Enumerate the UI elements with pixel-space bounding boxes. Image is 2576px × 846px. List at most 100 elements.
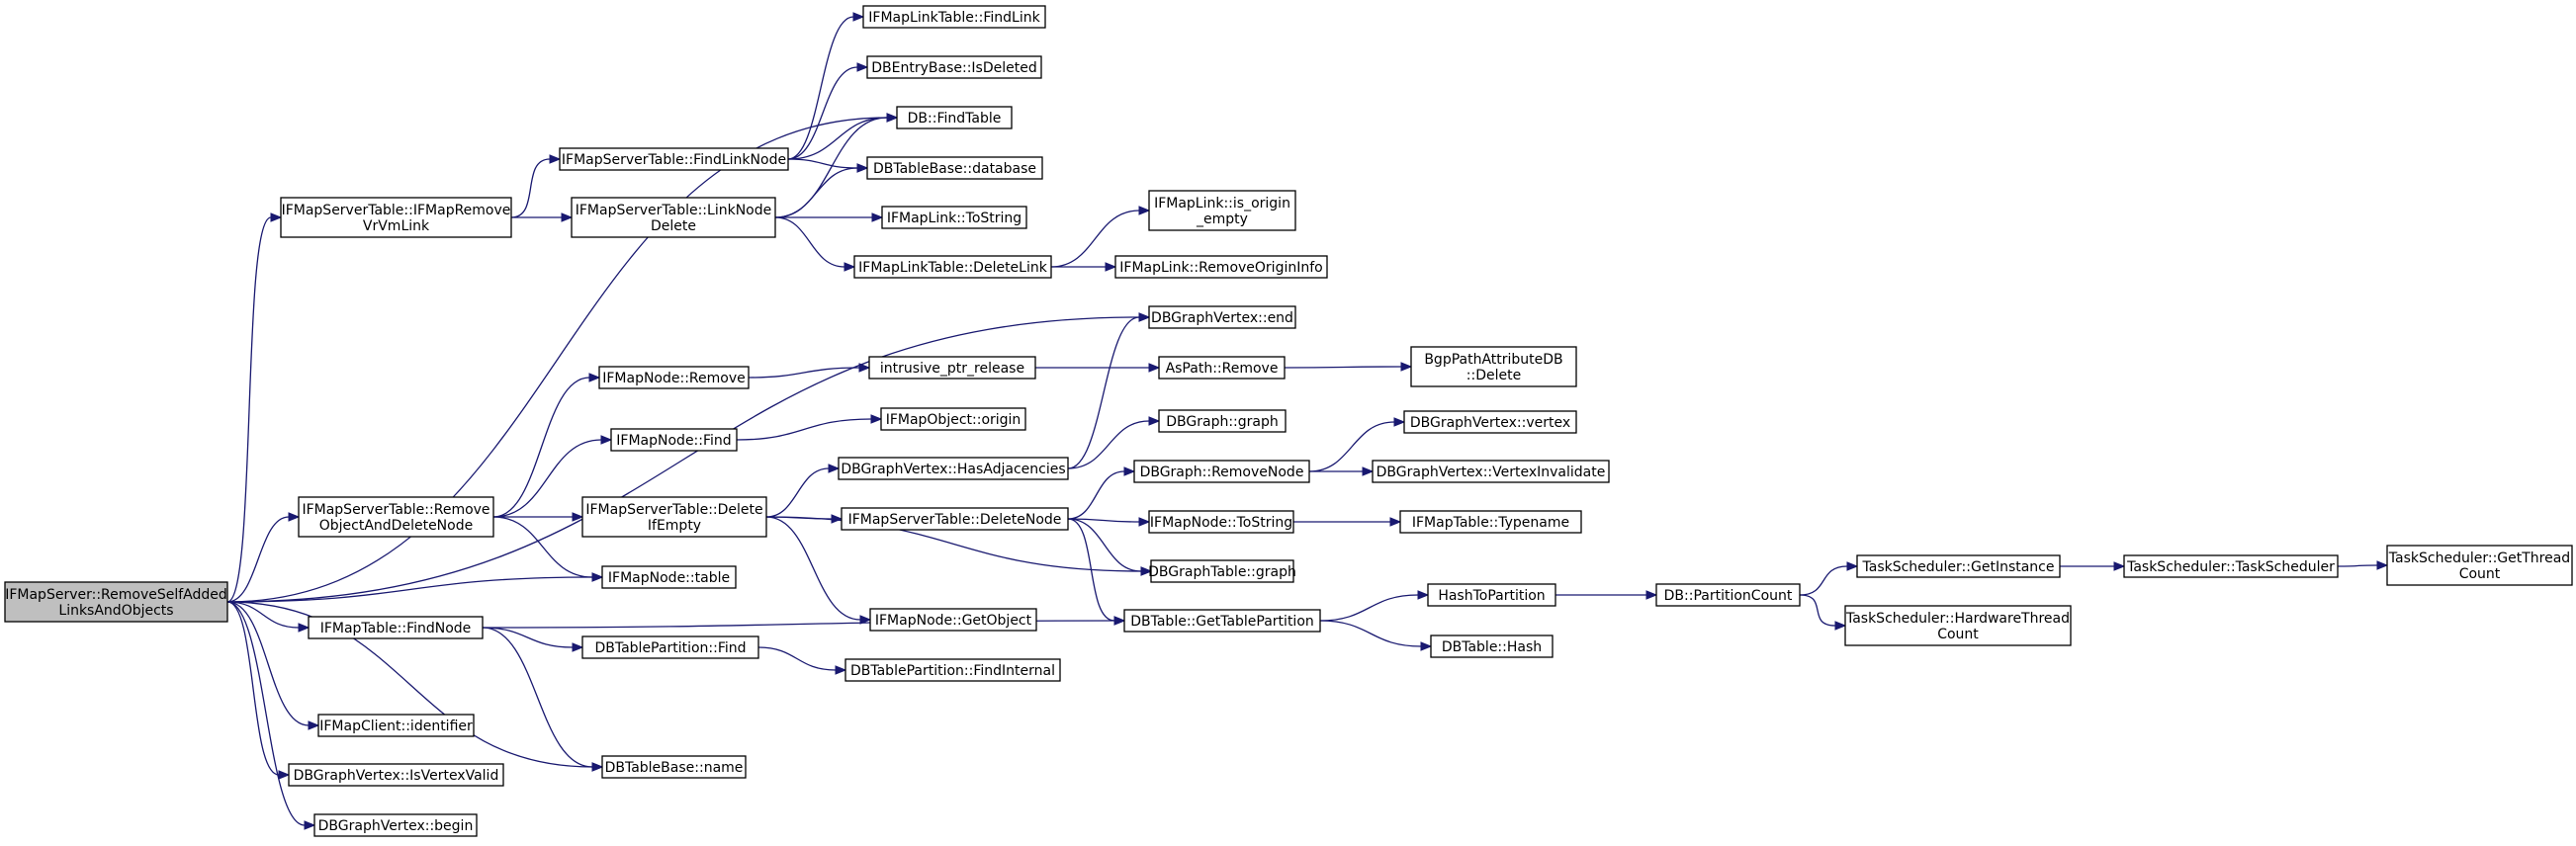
edge-root-to-vbegin bbox=[226, 601, 316, 830]
node-pcount[interactable]: DB::PartitionCount bbox=[1655, 583, 1801, 607]
arrow-head bbox=[831, 514, 844, 524]
edge-line bbox=[1308, 421, 1395, 472]
node-nfind[interactable]: IFMapNode::Find bbox=[610, 428, 738, 452]
node-ntable[interactable]: IFMapNode::table bbox=[601, 565, 737, 589]
node-tpfind[interactable]: DBTablePartition::Find bbox=[581, 635, 759, 659]
node-label: IFMapServer::RemoveSelfAdded bbox=[5, 587, 227, 603]
node-box bbox=[581, 635, 759, 659]
node-vvalid[interactable]: DBGraphVertex::IsVertexValid bbox=[288, 763, 504, 787]
node-iprel[interactable]: intrusive_ptr_release bbox=[868, 356, 1036, 380]
node-box bbox=[308, 616, 484, 639]
node-label: Count bbox=[1937, 627, 1979, 642]
node-ggraph[interactable]: DBGraph::graph bbox=[1158, 409, 1287, 433]
node-root[interactable]: IFMapServer::RemoveSelfAddedLinksAndObje… bbox=[4, 581, 228, 623]
node-fln[interactable]: IFMapServerTable::FindLinkNode bbox=[559, 147, 789, 171]
arrow-head bbox=[1834, 621, 1847, 631]
node-box bbox=[1133, 460, 1310, 483]
edge-root-to-cid bbox=[226, 601, 320, 730]
arrow-head bbox=[1362, 466, 1375, 476]
node-rod[interactable]: IFMapServerTable::RemoveObjectAndDeleteN… bbox=[298, 496, 494, 538]
node-bgpdel[interactable]: BgpPathAttributeDB::Delete bbox=[1410, 346, 1577, 387]
node-getinst[interactable]: TaskScheduler::GetInstance bbox=[1856, 554, 2061, 578]
edge-lnd-to-lts bbox=[775, 212, 884, 222]
node-vend[interactable]: DBGraphVertex::end bbox=[1148, 305, 1296, 329]
arrow-head bbox=[1400, 362, 1413, 372]
node-box bbox=[1427, 583, 1556, 607]
arrow-head bbox=[886, 113, 899, 123]
node-getobj[interactable]: IFMapNode::GetObject bbox=[869, 608, 1037, 632]
node-isorig[interactable]: IFMapLink::is_origin_empty bbox=[1148, 190, 1296, 231]
node-vinval[interactable]: DBGraphVertex::VertexInvalidate bbox=[1372, 460, 1610, 483]
edge-rod-to-nremove bbox=[492, 373, 601, 518]
edge-line bbox=[1799, 594, 1836, 627]
node-label: DBGraphVertex::vertex bbox=[1410, 415, 1570, 431]
arrow-head bbox=[828, 464, 841, 473]
arrow-head bbox=[304, 820, 316, 830]
node-box bbox=[853, 255, 1052, 279]
node-label: IFMapServerTable::LinkNode bbox=[576, 203, 771, 218]
node-dbfind[interactable]: DB::FindTable bbox=[896, 106, 1013, 129]
node-label: IFMapLink::RemoveOriginInfo bbox=[1119, 260, 1322, 276]
node-gtp[interactable]: DBTable::GetTablePartition bbox=[1123, 609, 1321, 633]
edge-line bbox=[1319, 620, 1422, 647]
node-label: intrusive_ptr_release bbox=[880, 361, 1024, 377]
node-mtfind[interactable]: IFMapTable::FindNode bbox=[308, 616, 484, 639]
node-label: DBEntryBase::IsDeleted bbox=[871, 60, 1036, 76]
node-deleted[interactable]: DBEntryBase::IsDeleted bbox=[866, 55, 1042, 79]
node-vvertex[interactable]: DBGraphVertex::vertex bbox=[1403, 410, 1577, 434]
edge-line bbox=[774, 167, 858, 218]
node-h2p[interactable]: HashToPartition bbox=[1427, 583, 1556, 607]
node-box bbox=[559, 147, 789, 171]
edge-line bbox=[492, 516, 593, 578]
edge-ltdel-to-isorig bbox=[1050, 206, 1151, 268]
node-nremove[interactable]: IFMapNode::Remove bbox=[598, 366, 750, 389]
node-origin[interactable]: IFMapObject::origin bbox=[880, 407, 1026, 431]
node-thash[interactable]: DBTable::Hash bbox=[1430, 634, 1554, 658]
node-label: DBTable::Hash bbox=[1442, 639, 1542, 655]
edge-line bbox=[765, 516, 1142, 572]
node-typename[interactable]: IFMapTable::Typename bbox=[1399, 510, 1582, 534]
node-nts[interactable]: IFMapNode::ToString bbox=[1148, 510, 1294, 534]
node-box bbox=[601, 755, 747, 779]
edge-line bbox=[510, 158, 551, 218]
node-box bbox=[610, 428, 738, 452]
node-tbname[interactable]: DBTableBase::name bbox=[601, 755, 747, 779]
edge-line bbox=[787, 158, 858, 169]
node-cid[interactable]: IFMapClient::identifier bbox=[317, 714, 475, 737]
node-label: TaskScheduler::TaskScheduler bbox=[2126, 559, 2335, 575]
node-label: BgpPathAttributeDB bbox=[1424, 352, 1562, 368]
node-aspath[interactable]: AsPath::Remove bbox=[1158, 356, 1286, 380]
node-box bbox=[1114, 255, 1328, 279]
node-box bbox=[1403, 410, 1577, 434]
node-box bbox=[581, 496, 767, 538]
node-dgtgraph[interactable]: DBGraphTable::graph bbox=[1148, 559, 1296, 583]
node-grn[interactable]: DBGraph::RemoveNode bbox=[1133, 460, 1310, 483]
node-tpfi[interactable]: DBTablePartition::FindInternal bbox=[844, 658, 1061, 682]
node-tbdb[interactable]: DBTableBase::database bbox=[866, 156, 1043, 180]
edge-line bbox=[1067, 420, 1150, 469]
node-ts[interactable]: TaskScheduler::TaskScheduler bbox=[2123, 554, 2339, 578]
node-lts[interactable]: IFMapLink::ToString bbox=[881, 206, 1027, 229]
edge-gtp-to-thash bbox=[1319, 620, 1433, 651]
node-ltdel[interactable]: IFMapLinkTable::DeleteLink bbox=[853, 255, 1052, 279]
node-vbegin[interactable]: DBGraphVertex::begin bbox=[313, 813, 478, 837]
node-ltfind[interactable]: IFMapLinkTable::FindLink bbox=[862, 5, 1046, 29]
node-box bbox=[881, 206, 1027, 229]
edge-rvvl-to-fln bbox=[510, 154, 562, 218]
edge-rvvl-to-lnd bbox=[511, 212, 574, 222]
node-roi[interactable]: IFMapLink::RemoveOriginInfo bbox=[1114, 255, 1328, 279]
node-hasadj[interactable]: DBGraphVertex::HasAdjacencies bbox=[838, 457, 1069, 480]
node-sdn[interactable]: IFMapServerTable::DeleteNode bbox=[841, 507, 1069, 531]
arrow-head bbox=[278, 770, 291, 780]
node-box bbox=[896, 106, 1013, 129]
edge-pcount-to-getinst bbox=[1799, 561, 1859, 596]
edge-fln-to-deleted bbox=[787, 62, 869, 160]
node-box bbox=[317, 714, 475, 737]
edge-line bbox=[226, 216, 272, 603]
node-label: DBGraphTable::graph bbox=[1148, 564, 1296, 580]
